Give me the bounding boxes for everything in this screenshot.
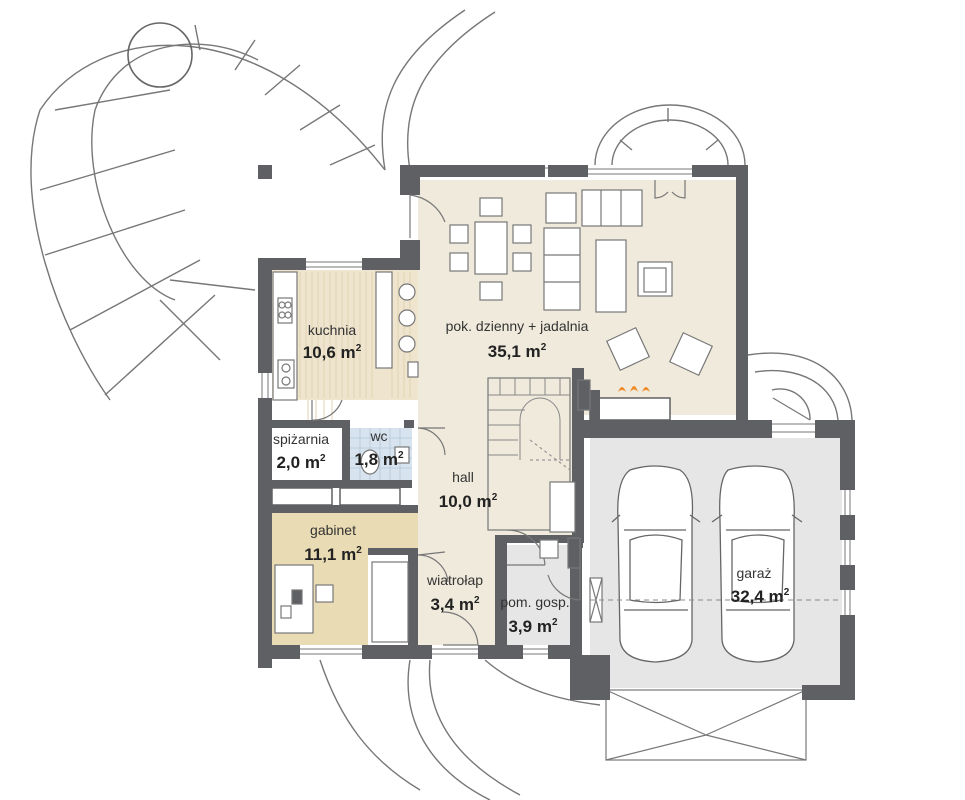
room-name-utility: pom. gosp. — [500, 594, 569, 610]
room-area-kitchen: 10,6 m2 — [303, 343, 362, 362]
room-area-living: 35,1 m2 — [488, 342, 547, 361]
room-name-vestibule: wiatrołap — [426, 572, 483, 588]
room-name-study: gabinet — [310, 522, 356, 538]
room-name-pantry: spiżarnia — [273, 431, 329, 447]
room-name-hall: hall — [452, 469, 474, 485]
furniture — [272, 189, 714, 643]
room-name-wc: wc — [369, 428, 387, 444]
room-name-garage: garaż — [736, 565, 771, 581]
room-area-garage: 32,4 m2 — [731, 587, 790, 606]
windows — [261, 167, 851, 655]
room-area-pantry: 2,0 m2 — [276, 453, 325, 472]
column-circle — [127, 22, 193, 88]
garage-driveway — [605, 689, 807, 761]
bay-window-right — [747, 352, 853, 421]
walls — [258, 165, 855, 700]
room-area-study: 11,1 m2 — [304, 545, 362, 564]
room-area-wc: 1,8 m2 — [354, 450, 403, 469]
room-name-kitchen: kuchnia — [308, 322, 356, 338]
car-left — [611, 465, 701, 663]
entrance-path — [319, 659, 601, 800]
room-labels: pok. dzienny + jadalnia 35,1 m2 kuchnia … — [273, 318, 790, 636]
room-area-utility: 3,9 m2 — [508, 617, 557, 636]
terrace-left — [30, 9, 496, 401]
room-name-living: pok. dzienny + jadalnia — [446, 318, 589, 334]
pillar — [258, 165, 272, 179]
car-right — [711, 465, 803, 663]
room-area-hall: 10,0 m2 — [439, 492, 498, 511]
bay-window-top — [594, 104, 746, 166]
room-area-vestibule: 3,4 m2 — [430, 595, 479, 614]
fireplace-icon — [618, 386, 650, 392]
